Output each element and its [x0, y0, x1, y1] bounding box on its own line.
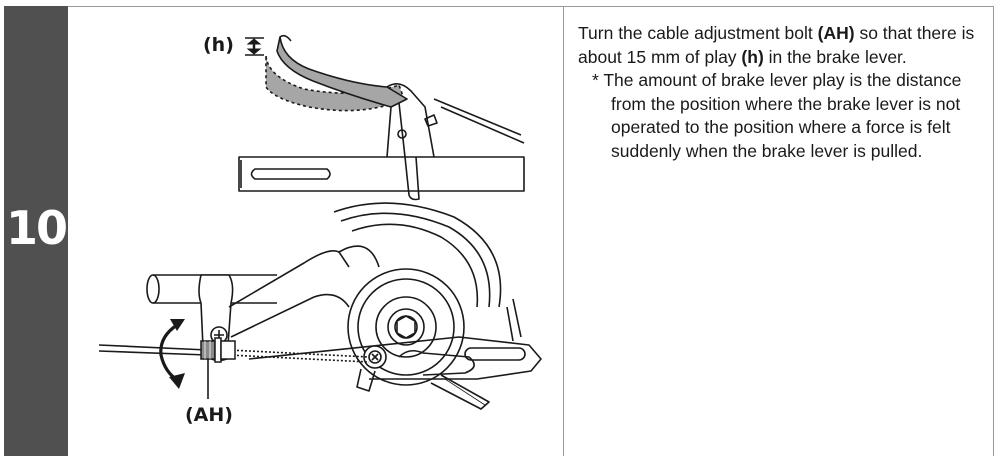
adjustment-bolt: [200, 337, 236, 363]
play-label: (h): [203, 34, 234, 56]
instruction-figure: (h): [69, 7, 563, 456]
step-number-bar: [4, 6, 68, 456]
instruction-main: Turn the cable adjustment bolt (AH) so t…: [578, 23, 975, 67]
play-ref: (h): [741, 46, 764, 67]
brake-caliper-drawing: [98, 202, 542, 410]
step-number: 10: [5, 201, 68, 255]
instruction-text: Turn the cable adjustment bolt (AH) so t…: [578, 22, 988, 163]
instruction-note: * The amount of brake lever play is the …: [592, 70, 962, 161]
rotation-arrow-icon: [159, 319, 185, 389]
double-arrow-icon: [245, 37, 264, 56]
bolt-ref: (AH): [817, 23, 855, 43]
bolt-label: (AH): [185, 404, 233, 426]
column-divider: [563, 6, 564, 456]
brake-lever-drawing: [238, 34, 525, 201]
